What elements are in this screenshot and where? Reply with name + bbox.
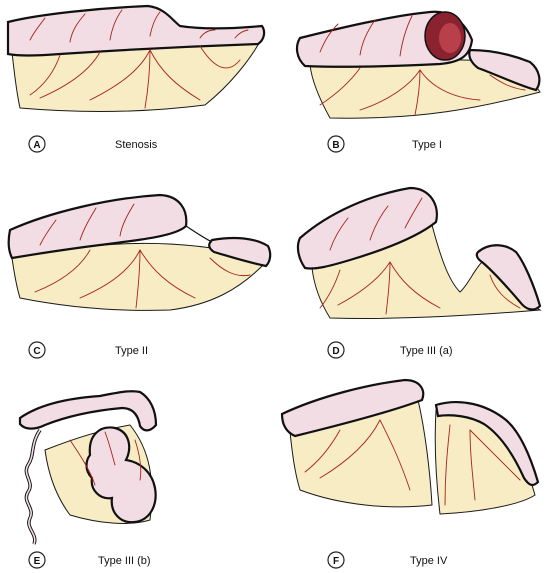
panel-a-bowel-vessels xyxy=(29,9,249,43)
panel-c-distal-bowel xyxy=(208,236,272,268)
panel-a-badge xyxy=(28,135,46,153)
panel-f-badge-text: F xyxy=(333,556,339,567)
panel-a-illustration xyxy=(6,4,266,113)
panel-d-vessels xyxy=(319,197,521,315)
panel-b-badge-text: B xyxy=(332,140,339,151)
panel-b-illustration xyxy=(295,10,541,119)
panel-b-lumen-inner xyxy=(439,23,461,53)
panel-f-vessels xyxy=(304,419,521,506)
panel-d-badge-text: D xyxy=(332,346,339,357)
panel-c-cord xyxy=(185,225,213,243)
panel-b-distal-bowel xyxy=(468,48,541,92)
panel-c-label: Type II xyxy=(115,345,148,357)
panel-e-upper-bowel xyxy=(18,390,158,432)
panel-f-caption: F Type IV xyxy=(327,551,448,569)
panel-d-label: Type III (a) xyxy=(400,345,453,357)
panel-a-badge-text: A xyxy=(33,140,40,151)
panel-b-badge xyxy=(327,135,345,153)
panel-c-badge-text: C xyxy=(33,346,40,357)
panel-a-caption: A Stenosis xyxy=(28,135,158,153)
panel-b-label: Type I xyxy=(412,139,442,151)
panel-a-vessels xyxy=(29,45,241,109)
panel-e-coiled-loops xyxy=(85,426,157,524)
panel-c-badge xyxy=(28,341,46,359)
panel-f-badge xyxy=(327,551,345,569)
panel-c-illustration xyxy=(7,193,272,311)
panel-c-vessels xyxy=(34,203,251,309)
panel-f-illustration xyxy=(280,378,540,515)
panel-b-vessels xyxy=(319,15,526,116)
panel-f-distal-bowel xyxy=(434,401,540,487)
panel-f-proximal-bowel xyxy=(280,378,425,438)
panel-d-badge xyxy=(327,341,345,359)
panel-d-proximal-bowel xyxy=(296,186,438,270)
panel-c-proximal-bowel xyxy=(7,193,188,260)
panel-e-illustration xyxy=(18,390,158,545)
panel-e-badge-text: E xyxy=(34,556,41,567)
panel-a-bowel xyxy=(6,4,266,57)
panel-e-vessels xyxy=(69,431,142,486)
panel-e-badge xyxy=(28,551,46,569)
panel-c-mesentery xyxy=(11,242,269,311)
panel-e-caption: E Type III (b) xyxy=(28,551,151,569)
panel-d-distal-bowel xyxy=(475,244,542,311)
panel-e-label: Type III (b) xyxy=(98,555,151,567)
panel-d-caption: D Type III (a) xyxy=(327,341,453,359)
panel-f-label: Type IV xyxy=(410,555,448,567)
panel-a-label: Stenosis xyxy=(115,139,158,151)
panel-b-caption: B Type I xyxy=(327,135,442,153)
panel-c-caption: C Type II xyxy=(28,341,148,359)
panel-d-illustration xyxy=(296,186,542,319)
